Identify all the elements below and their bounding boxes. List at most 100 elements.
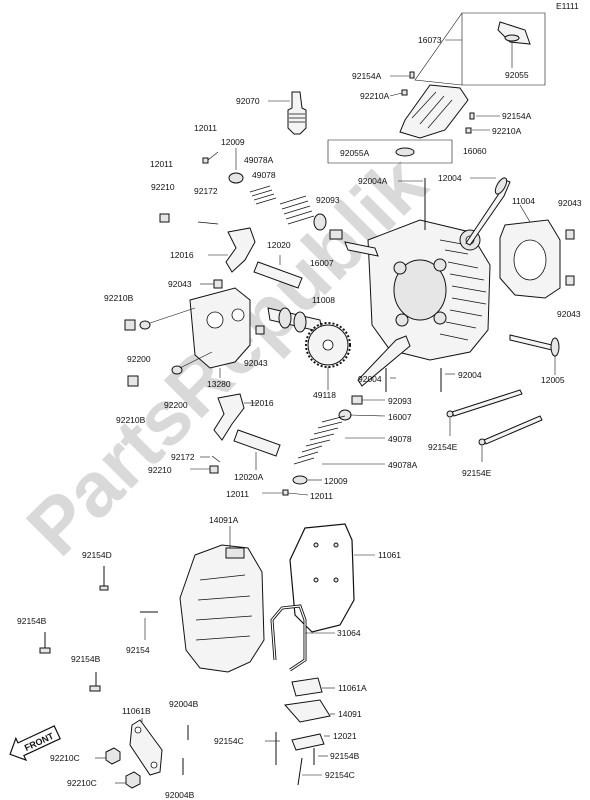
leader [349, 414, 386, 417]
cylinder-head-group [367, 178, 491, 361]
label-12011-4: 12011 [310, 491, 333, 501]
plate-11061b-part [129, 719, 163, 776]
dowel-92043-part [565, 229, 575, 240]
seat-16007-part [313, 213, 327, 231]
cylinder-head-fins [439, 239, 487, 341]
nut-92210-part [159, 213, 170, 223]
leader [287, 492, 309, 496]
label-12016-2: 12016 [250, 398, 274, 408]
bolt-92154b-head-2 [89, 685, 101, 692]
spring-49078a-part [249, 185, 277, 205]
front-arrow-icon [9, 725, 61, 762]
plate-hole-2 [150, 761, 158, 769]
holder-bore [206, 311, 224, 329]
cover-tab [225, 547, 245, 559]
dowel-92043-part-4 [255, 325, 265, 335]
label-92210c: 92210C [50, 753, 80, 763]
gasket-hole [313, 542, 319, 548]
screw-92172-part [197, 221, 219, 225]
cam-lobe [278, 307, 292, 329]
retainer-12009-part-2 [292, 475, 308, 485]
valve-12005-part [509, 334, 553, 351]
washer-92210a-part [401, 89, 408, 96]
label-92154d: 92154D [82, 550, 112, 560]
rocker-arm-12016-part-2 [213, 393, 245, 441]
nut-92210b-part-2 [127, 375, 139, 387]
label-92004-2: 92004 [458, 370, 482, 380]
dowel-92043-part-3 [213, 279, 223, 289]
studs-right [385, 368, 543, 462]
camshaft-group [267, 307, 351, 390]
leader [519, 204, 531, 223]
label-12011-3: 12011 [226, 489, 249, 499]
label-92004a: 92004A [358, 176, 388, 186]
label-92210c-2: 92210C [67, 778, 97, 788]
cotter-12011-part-2 [282, 489, 289, 496]
label-92154: 92154 [126, 645, 150, 655]
label-92093: 92093 [316, 195, 340, 205]
part-labels: 16073 92055 92154A 92210A 92154A 92210A … [17, 35, 582, 800]
label-12009: 12009 [221, 137, 245, 147]
label-12020: 12020 [267, 240, 291, 250]
spring-49078-part-2 [305, 415, 346, 447]
label-92043-2: 92043 [168, 279, 192, 289]
gasket-hole-4 [333, 577, 339, 583]
rocker-arm-12016-part [225, 227, 256, 273]
plate-12021-part [291, 733, 325, 751]
intake-pipe-group [327, 12, 546, 164]
label-12021: 12021 [333, 731, 357, 741]
label-92154b: 92154B [17, 616, 47, 626]
label-92004b: 92004B [169, 699, 199, 709]
bolt-head-92154e-2 [478, 438, 486, 446]
label-92172: 92172 [194, 186, 218, 196]
label-12016: 12016 [170, 250, 194, 260]
washer-92200-part-2 [171, 365, 183, 375]
cover-14091-part [284, 699, 331, 723]
stud-hole-4 [433, 311, 447, 325]
intake-pipe-detail [411, 91, 453, 129]
label-92070: 92070 [236, 96, 260, 106]
cam-lobe-2 [293, 311, 307, 333]
label-11008: 11008 [312, 295, 335, 305]
gasket-11061a-part [291, 677, 323, 697]
valve-head-12004 [494, 177, 508, 195]
stud-hole-3 [395, 313, 409, 327]
gasket-11061-part [289, 523, 355, 633]
diagram-code: E1111 [556, 1, 579, 11]
bolt-92154a-part-2 [469, 112, 475, 120]
label-92210a: 92210A [360, 91, 390, 101]
label-92154e-2: 92154E [462, 468, 492, 478]
label-16007: 16007 [310, 258, 334, 268]
spark-plug-thread [289, 113, 305, 123]
breather-group [284, 677, 335, 751]
label-92154c-2: 92154C [325, 770, 355, 780]
holder-bore-2 [231, 308, 245, 322]
label-92210-2: 92210 [148, 465, 172, 475]
cover-gasket-group [289, 523, 375, 633]
bracket-31064-highlight [271, 605, 306, 671]
label-92210b-2: 92210B [116, 415, 146, 425]
retainer-12009-part [228, 172, 244, 184]
washer-92200-part [139, 320, 151, 330]
seat-16007-part-2 [338, 409, 352, 421]
spring-49078a-part-2 [293, 445, 323, 465]
bracket-31064-group [270, 604, 335, 672]
o-ring-92055-part [504, 34, 520, 42]
label-11061b: 11061B [122, 706, 151, 716]
group-box-leader [414, 12, 463, 86]
dowel-92043-part-2 [565, 275, 575, 286]
head-cover-group [179, 526, 265, 673]
nut-92210-part-2 [209, 465, 219, 474]
label-92154a: 92154A [352, 71, 382, 81]
rocker-arm-upper [159, 213, 303, 289]
bolt-head-92154e [446, 410, 454, 418]
bolt-92154e-part-2 [483, 415, 543, 445]
spark-plug-group [268, 91, 307, 135]
valve-guide-part [344, 241, 379, 257]
nut-92210c-part [105, 747, 121, 765]
intake-pipe-part [399, 84, 469, 139]
label-92004b-2: 92004B [165, 790, 195, 800]
gasket-hole-2 [333, 542, 339, 548]
group-box-16073 [461, 12, 546, 86]
